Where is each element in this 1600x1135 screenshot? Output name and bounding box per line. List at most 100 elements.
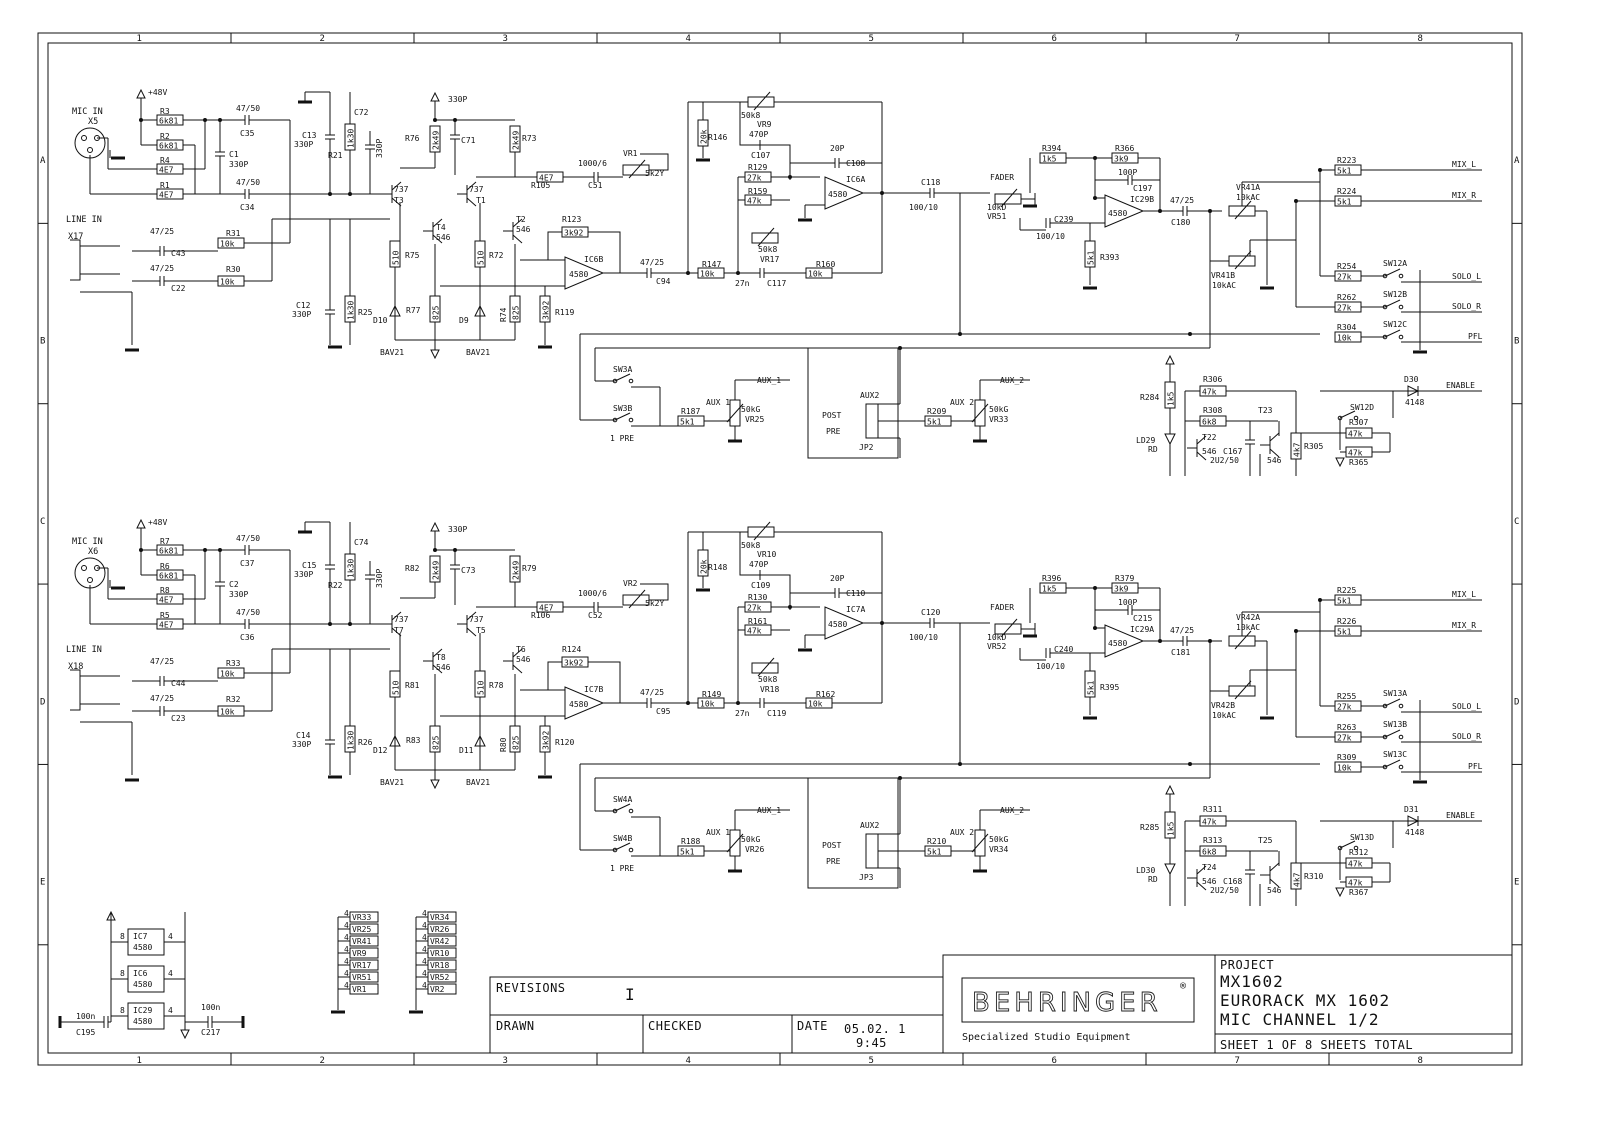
r119-ref: R120 xyxy=(555,738,574,747)
solo-l-net: SOLO_L xyxy=(1452,272,1481,281)
c22-ref: C23 xyxy=(171,714,186,723)
pot-list-pin: 4 xyxy=(422,933,427,942)
d30-type: 4148 xyxy=(1405,828,1424,837)
r262-ref: R262 xyxy=(1337,293,1356,302)
r308-ref: R308 xyxy=(1203,406,1222,415)
r224-value: 5k1 xyxy=(1337,198,1352,207)
r-in-0-value: 6k81 xyxy=(159,117,178,126)
r-in-ref-0: R7 xyxy=(160,537,170,546)
column-label-top: 6 xyxy=(1052,34,1057,44)
fader-label: FADER xyxy=(990,603,1014,612)
vr17-value: 50k8 xyxy=(758,675,777,684)
pot-list-name: VR26 xyxy=(430,925,449,934)
r74-value: 825 xyxy=(512,305,521,320)
r308-ref: R313 xyxy=(1203,836,1222,845)
r307-value: 47k xyxy=(1348,860,1363,869)
sw3b-ref: SW3B xyxy=(613,404,632,413)
t3-ref: T7 xyxy=(394,626,404,635)
r209-value: 5k1 xyxy=(927,848,942,857)
r31-value: 10k xyxy=(220,670,235,679)
vr1-value: 5k2Y xyxy=(645,599,664,608)
pot-list-pin: 4 xyxy=(422,945,427,954)
mic-connector-ref: X5 xyxy=(88,117,98,127)
supply-cap-value: 330P xyxy=(448,525,467,534)
r-in-2-value: 4E7 xyxy=(159,596,174,605)
ic29-pin-r: 4 xyxy=(168,1006,173,1015)
c239-ref: C240 xyxy=(1054,645,1073,654)
t22-type: 546 xyxy=(1202,877,1217,886)
post-label: POST xyxy=(822,841,841,850)
c13-ref: C15 xyxy=(302,561,317,570)
sw3a-switch xyxy=(612,803,634,814)
power-decoupling: 8 4 IC7 4580 8 4 IC6 4580 8 4 IC29 4580 … xyxy=(58,909,457,1040)
ic29b-ref: IC29B xyxy=(1130,195,1154,204)
r366-value: 3k9 xyxy=(1114,155,1129,164)
jumper-ref: JP2 xyxy=(859,443,874,452)
checked-label: CHECKED xyxy=(648,1019,702,1033)
revisions-label: REVISIONS xyxy=(496,981,566,995)
r365-ref: R367 xyxy=(1349,888,1368,897)
logo-box xyxy=(961,977,1195,1023)
ic7-pin-l: 8 xyxy=(120,932,125,941)
d30-diode-icon xyxy=(1407,815,1420,827)
t23-type: 546 xyxy=(1267,886,1282,895)
supply-arrow-icon xyxy=(1165,784,1175,795)
r73-ref: R79 xyxy=(522,564,537,573)
r393-value: 5k1 xyxy=(1087,680,1096,695)
r306-value: 47k xyxy=(1202,388,1217,397)
r75-ref: R81 xyxy=(405,681,420,690)
r74-value: 825 xyxy=(512,735,521,750)
phantom-power-label: +48V xyxy=(148,518,167,527)
r-in-ref-2: R4 xyxy=(160,156,170,165)
t4-ref: T4 xyxy=(436,223,446,232)
r105-value: 4E7 xyxy=(539,604,554,613)
c94-value: 47/25 xyxy=(640,688,664,697)
t3-ref: T3 xyxy=(394,196,404,205)
ic7-ref: IC7 xyxy=(133,932,148,941)
r75-value: 510 xyxy=(392,680,401,695)
c117-ref: C117 xyxy=(767,279,786,288)
c217-value: 100n xyxy=(201,1003,220,1012)
pot-list-pin: 4 xyxy=(422,921,427,930)
vr41b-ref: VR41B xyxy=(1211,271,1235,280)
r105-ref: R106 xyxy=(531,611,550,620)
c107-ref: C109 xyxy=(751,581,770,590)
ic6-pin-l: 8 xyxy=(120,969,125,978)
t23-transistor xyxy=(1260,432,1280,458)
r146-ref: R146 xyxy=(708,133,727,142)
c195-value: 100n xyxy=(76,1012,95,1021)
sw12b-switch xyxy=(1382,299,1404,310)
jumper-ref: JP3 xyxy=(859,873,874,882)
vr33-value: 50kG xyxy=(989,405,1008,414)
r254-ref: R254 xyxy=(1337,262,1356,271)
r147-value: 10k xyxy=(700,700,715,709)
sw12c-ref: SW13C xyxy=(1383,750,1407,759)
sw12c-switch xyxy=(1382,329,1404,340)
pot-list-name: VR18 xyxy=(430,961,449,970)
row-label-left: E xyxy=(40,878,45,888)
r30-value: 10k xyxy=(220,278,235,287)
r159-ref: R161 xyxy=(748,617,767,626)
r72-value: 510 xyxy=(477,250,486,265)
r-in-ref-3: R1 xyxy=(160,181,170,190)
vr41a-ref: VR41A xyxy=(1236,183,1260,192)
ic6b-ref: IC7B xyxy=(584,685,603,694)
r159-value: 47k xyxy=(747,627,762,636)
r77-ref: R83 xyxy=(406,736,421,745)
ic6b-opamp xyxy=(564,686,605,720)
c197-value: 100P xyxy=(1118,168,1137,177)
c239-value: 100/10 xyxy=(1036,232,1065,241)
c1-value: 330P xyxy=(229,160,248,169)
column-label-bottom: 5 xyxy=(869,1056,874,1066)
t1-ref: T1 xyxy=(476,196,486,205)
project-label: PROJECT xyxy=(1220,958,1274,972)
c71-ref: C73 xyxy=(461,566,476,575)
led-color: RD xyxy=(1148,445,1158,454)
r224-value: 5k1 xyxy=(1337,628,1352,637)
column-label-bottom: 3 xyxy=(503,1056,508,1066)
mix-r-net: MIX_R xyxy=(1452,191,1476,200)
column-label-top: 3 xyxy=(503,34,508,44)
pot-list-name: VR2 xyxy=(430,985,445,994)
r25-ref: R25 xyxy=(358,308,373,317)
